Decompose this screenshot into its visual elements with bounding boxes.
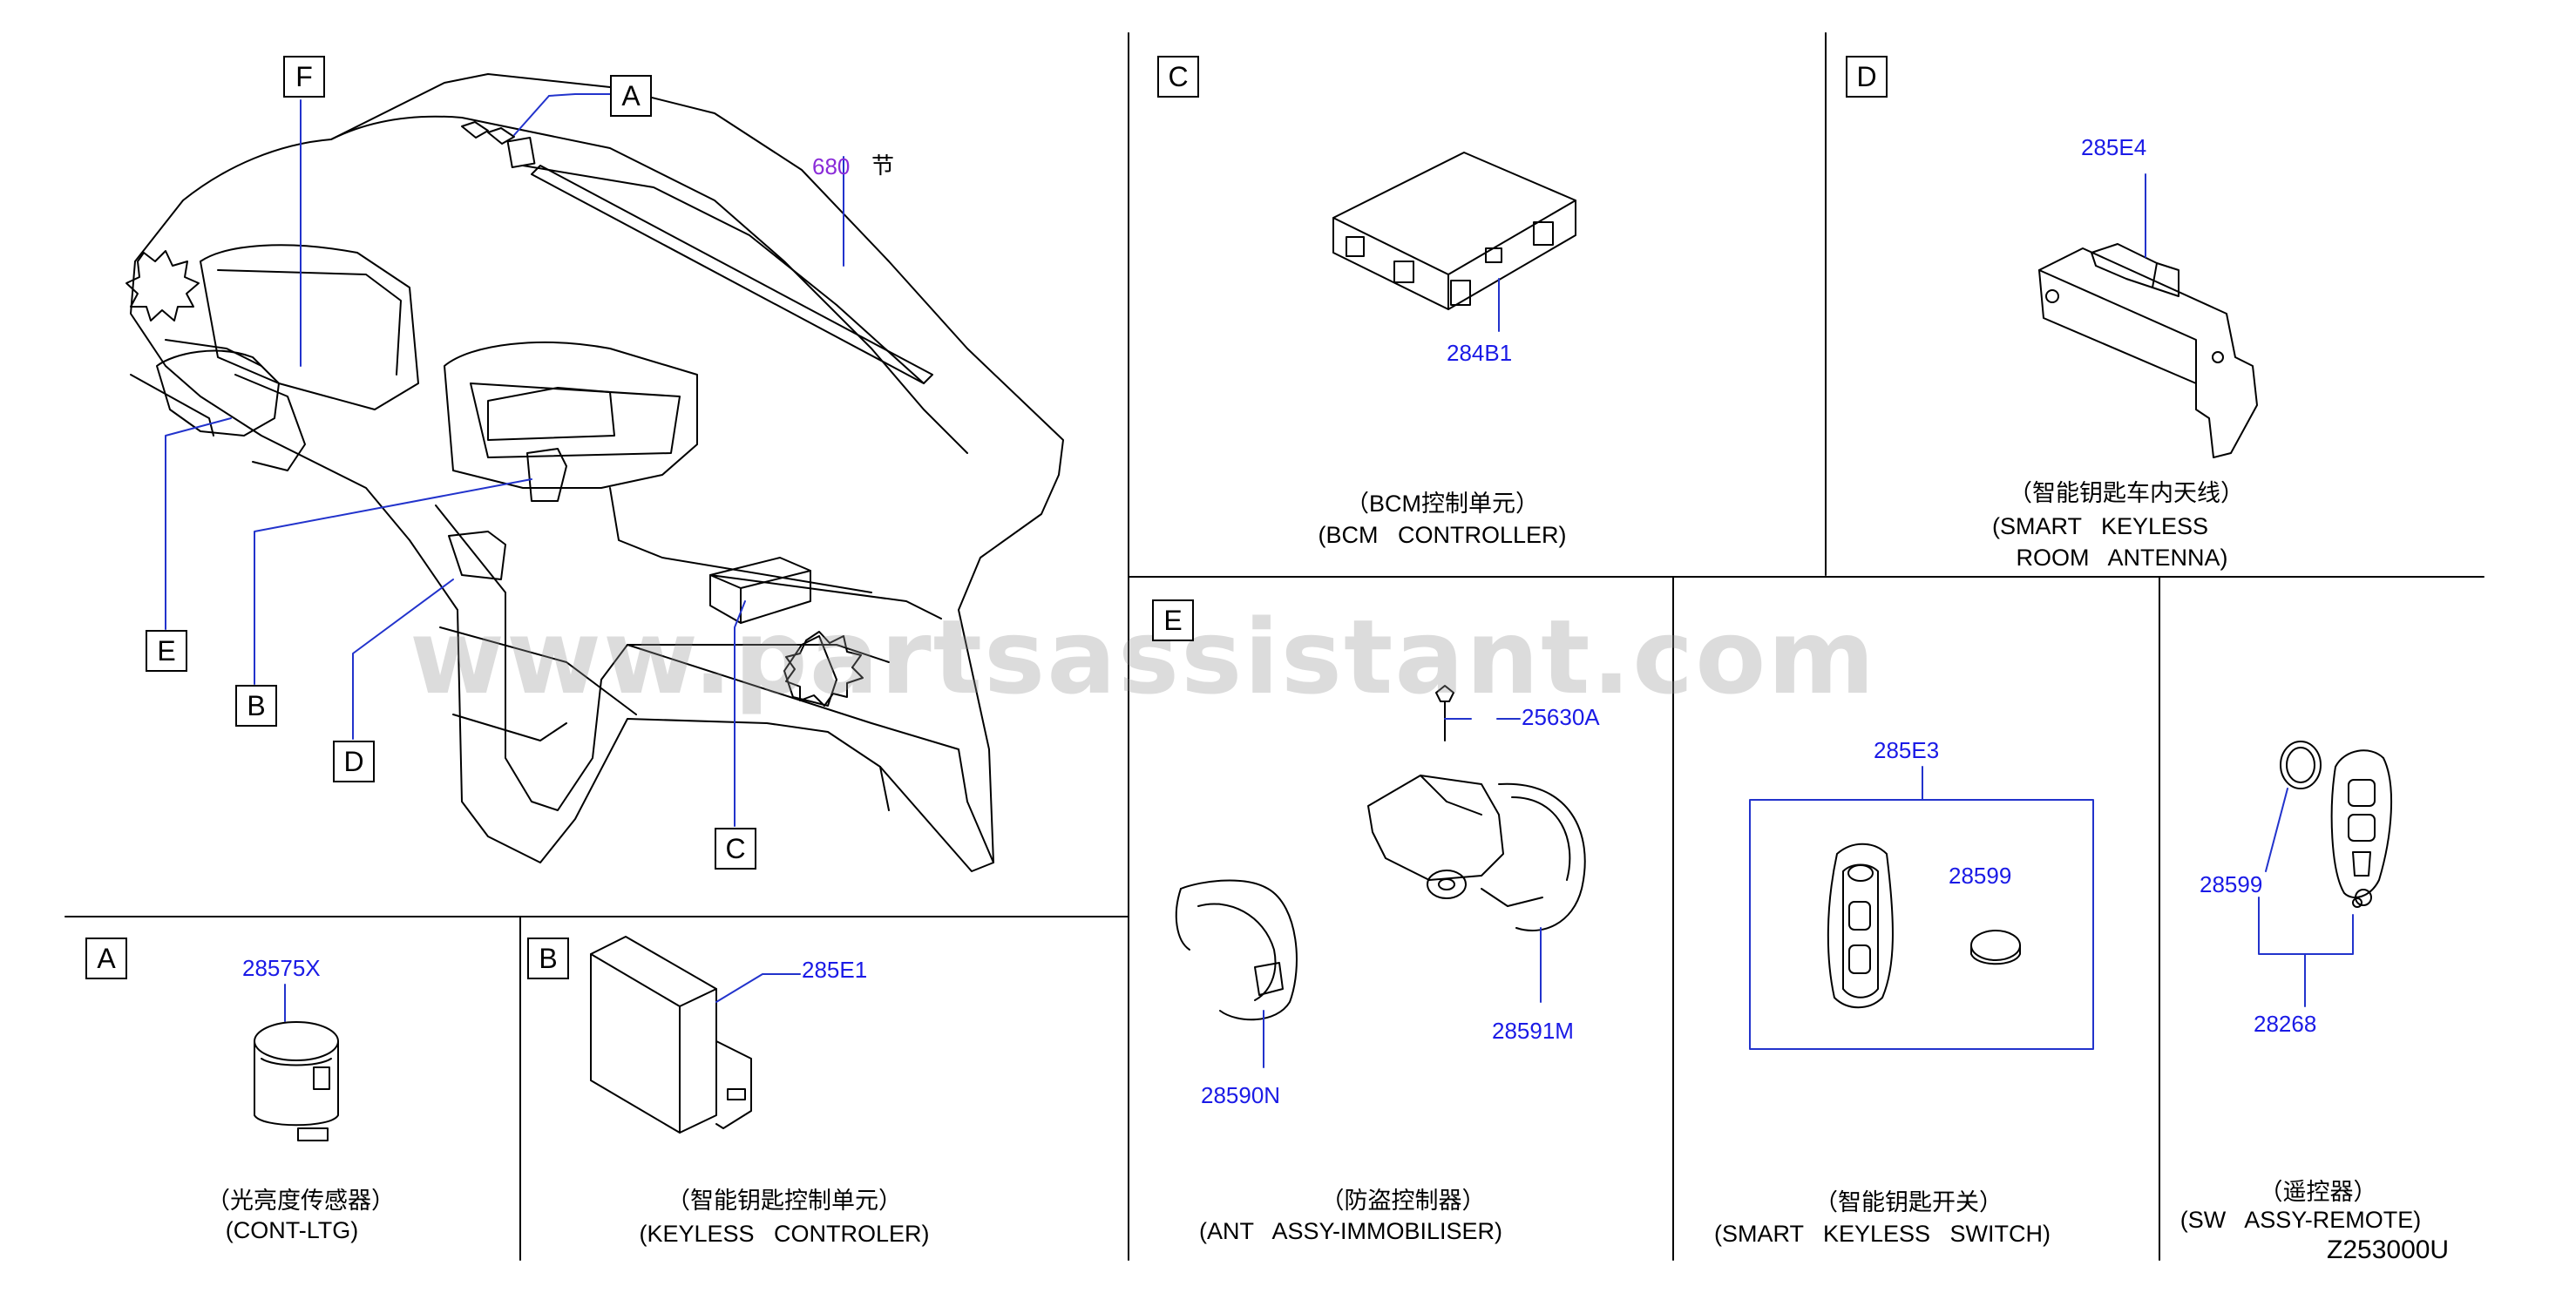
part-285e4: 285E4 [2081, 134, 2147, 160]
switch-caption-en: (SMART KEYLESS SWITCH) [1713, 1221, 2051, 1247]
ref-number: 680 [812, 153, 851, 179]
part-28575x: 28575X [242, 955, 321, 981]
panel-e-caption-cn: （防盗控制器） [1320, 1188, 1486, 1214]
panel-b-caption-cn: （智能钥匙控制单元） [667, 1188, 902, 1214]
panel-b-caption-en: (KEYLESS CONTROLER) [639, 1221, 930, 1247]
light-sensor-drawing [254, 984, 339, 1141]
switch-caption-cn: （智能钥匙开关） [1814, 1189, 2003, 1215]
panel-d-caption-en2: ROOM ANTENNA) [2016, 545, 2228, 571]
bcm-controller-drawing [1332, 152, 1576, 332]
part-285e3: 285E3 [1874, 737, 1940, 763]
panel-c-caption-cn: （BCM控制单元） [1346, 491, 1539, 517]
callout-e: E [146, 630, 187, 672]
panel-d-caption-cn: （智能钥匙车内天线） [2009, 480, 2244, 506]
panel-d-caption-en: (SMART KEYLESS [1991, 513, 2209, 539]
callout-d: D [333, 741, 375, 782]
part-28590n: 28590N [1201, 1082, 1281, 1108]
immobiliser-drawing [1175, 685, 1586, 1068]
part-28591m: 28591M [1492, 1018, 1574, 1044]
panel-a-caption-en: (CONT-LTG) [225, 1217, 359, 1243]
main-leaders [165, 93, 844, 827]
panel-b-letter: B [527, 938, 569, 979]
panel-c-letter: C [1157, 56, 1199, 98]
part-25630a: 25630A [1522, 704, 1600, 730]
part-28599-remote: 28599 [2200, 871, 2263, 897]
part-28268: 28268 [2254, 1011, 2317, 1037]
part-284b1: 284B1 [1447, 340, 1513, 366]
room-antenna-drawing [2038, 173, 2258, 458]
remote-caption-en: (SW ASSY-REMOTE) [2179, 1207, 2422, 1233]
panel-e-letter: E [1152, 599, 1194, 641]
panel-e-caption-en: (ANT ASSY-IMMOBILISER) [1198, 1218, 1503, 1244]
panel-c-caption-en: (BCM CONTROLLER) [1318, 522, 1567, 548]
watermark: www.partsassistant.com [410, 597, 1877, 717]
callout-c: C [715, 828, 756, 870]
callout-a: A [610, 75, 652, 117]
callout-b: B [235, 685, 277, 727]
dashboard-illustration [125, 73, 1064, 872]
ref-suffix: 节 [871, 152, 895, 179]
panel-a-caption-cn: （光亮度传感器） [207, 1188, 395, 1214]
remote-caption-cn: （遥控器） [2259, 1179, 2377, 1205]
callout-f: F [283, 56, 325, 98]
panel-d-letter: D [1846, 56, 1888, 98]
remote-drawing [2258, 741, 2393, 1007]
keyless-controller-drawing [590, 936, 801, 1134]
part-285e1: 285E1 [802, 957, 868, 983]
part-28599-switch: 28599 [1949, 863, 2012, 889]
panel-a-letter: A [85, 938, 127, 979]
panel-dividers [64, 32, 2484, 1261]
diagram-code: Z253000U [2327, 1235, 2450, 1264]
keyless-switch-drawing [1749, 766, 2094, 1050]
